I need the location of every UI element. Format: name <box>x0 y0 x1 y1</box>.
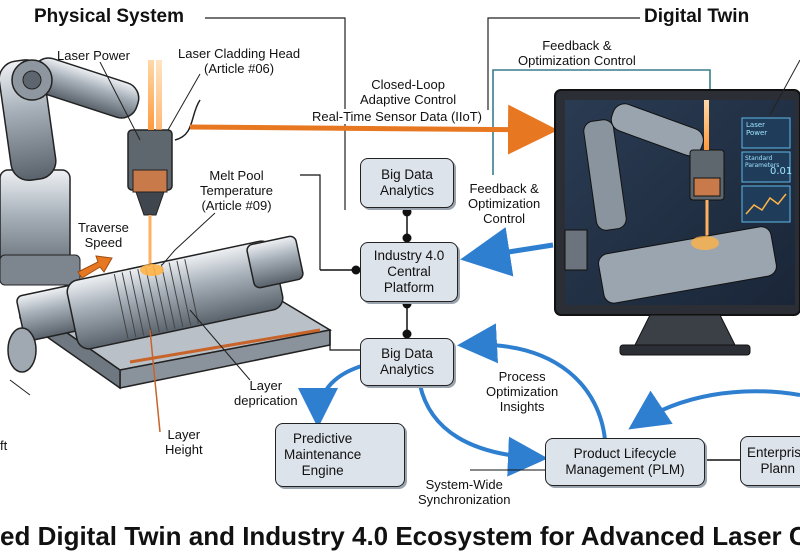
feedback-arrow <box>460 227 554 277</box>
physical-frame <box>205 17 346 210</box>
curve-enterprise-to-plm <box>628 389 800 430</box>
plm-node: Product Lifecycle Management (PLM) <box>545 438 705 486</box>
process-insights-label: Process Optimization Insights <box>486 369 559 414</box>
feedback-top-label: Feedback & Optimization Control <box>518 38 636 68</box>
digital-twin-monitor <box>554 89 800 356</box>
physical-system-header: Physical System <box>30 6 188 28</box>
feedback-mid-label: Feedback & Optimization Control <box>468 181 541 226</box>
curve-plm-to-analytics <box>457 323 607 441</box>
industry-platform-node: Industry 4.0 Central Platform <box>360 242 458 302</box>
feedback-connector <box>492 69 711 175</box>
layer-height-label: Layer Height <box>165 427 203 457</box>
monitor-value: 0.01 <box>770 166 793 177</box>
curve-analytics-to-plm <box>418 384 548 477</box>
predictive-maintenance-node: Predictive Maintenance Engine <box>275 423 405 487</box>
closed-loop-label: Closed-Loop Adaptive Control <box>360 77 457 107</box>
cladding-head-label: Laser Cladding Head (Article #06) <box>178 46 301 76</box>
enterprise-planning-node: Enterprise Plann <box>740 436 800 486</box>
system-sync-label: System-Wide Synchronization <box>418 477 511 507</box>
physical-robot-illustration <box>0 57 333 390</box>
big-data-analytics-bottom-node: Big Data Analytics <box>360 338 454 386</box>
sensor-data-arrow <box>189 104 558 155</box>
monitor-parameters-label: Standard Parameters <box>745 155 780 169</box>
digital-frame <box>487 17 640 110</box>
layer-deposition-label: Layer deprication <box>234 378 298 408</box>
digital-twin-header: Digital Twin <box>640 6 754 28</box>
sensor-data-label: Real-Time Sensor Data (IIoT) <box>312 109 483 124</box>
melt-pool-label: Melt Pool Temperature (Article #09) <box>200 168 273 213</box>
monitor-laser-power-label: Laser Power <box>746 121 768 137</box>
diagram-title: ed Digital Twin and Industry 4.0 Ecosyst… <box>0 521 800 551</box>
laser-power-label: Laser Power <box>57 48 130 63</box>
curve-analytics-to-predictive <box>298 363 366 428</box>
big-data-analytics-top-node: Big Data Analytics <box>360 158 454 208</box>
shaft-label: ft <box>0 438 8 453</box>
traverse-speed-label: Traverse Speed <box>78 220 129 250</box>
